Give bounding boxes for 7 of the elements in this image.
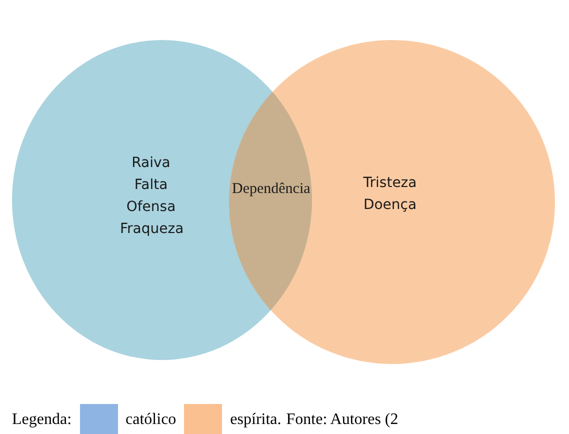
legend-text: espírita. xyxy=(230,411,282,429)
legend-text: católico xyxy=(126,411,176,429)
word-list: Raiva Falta Ofensa Fraqueza xyxy=(120,152,182,240)
term-label: Dependência xyxy=(232,180,310,199)
source-note: Fonte: Autores (2 xyxy=(286,411,398,429)
word-list: Tristeza Doença xyxy=(355,172,425,216)
legend-heading: Legenda: xyxy=(12,411,72,429)
